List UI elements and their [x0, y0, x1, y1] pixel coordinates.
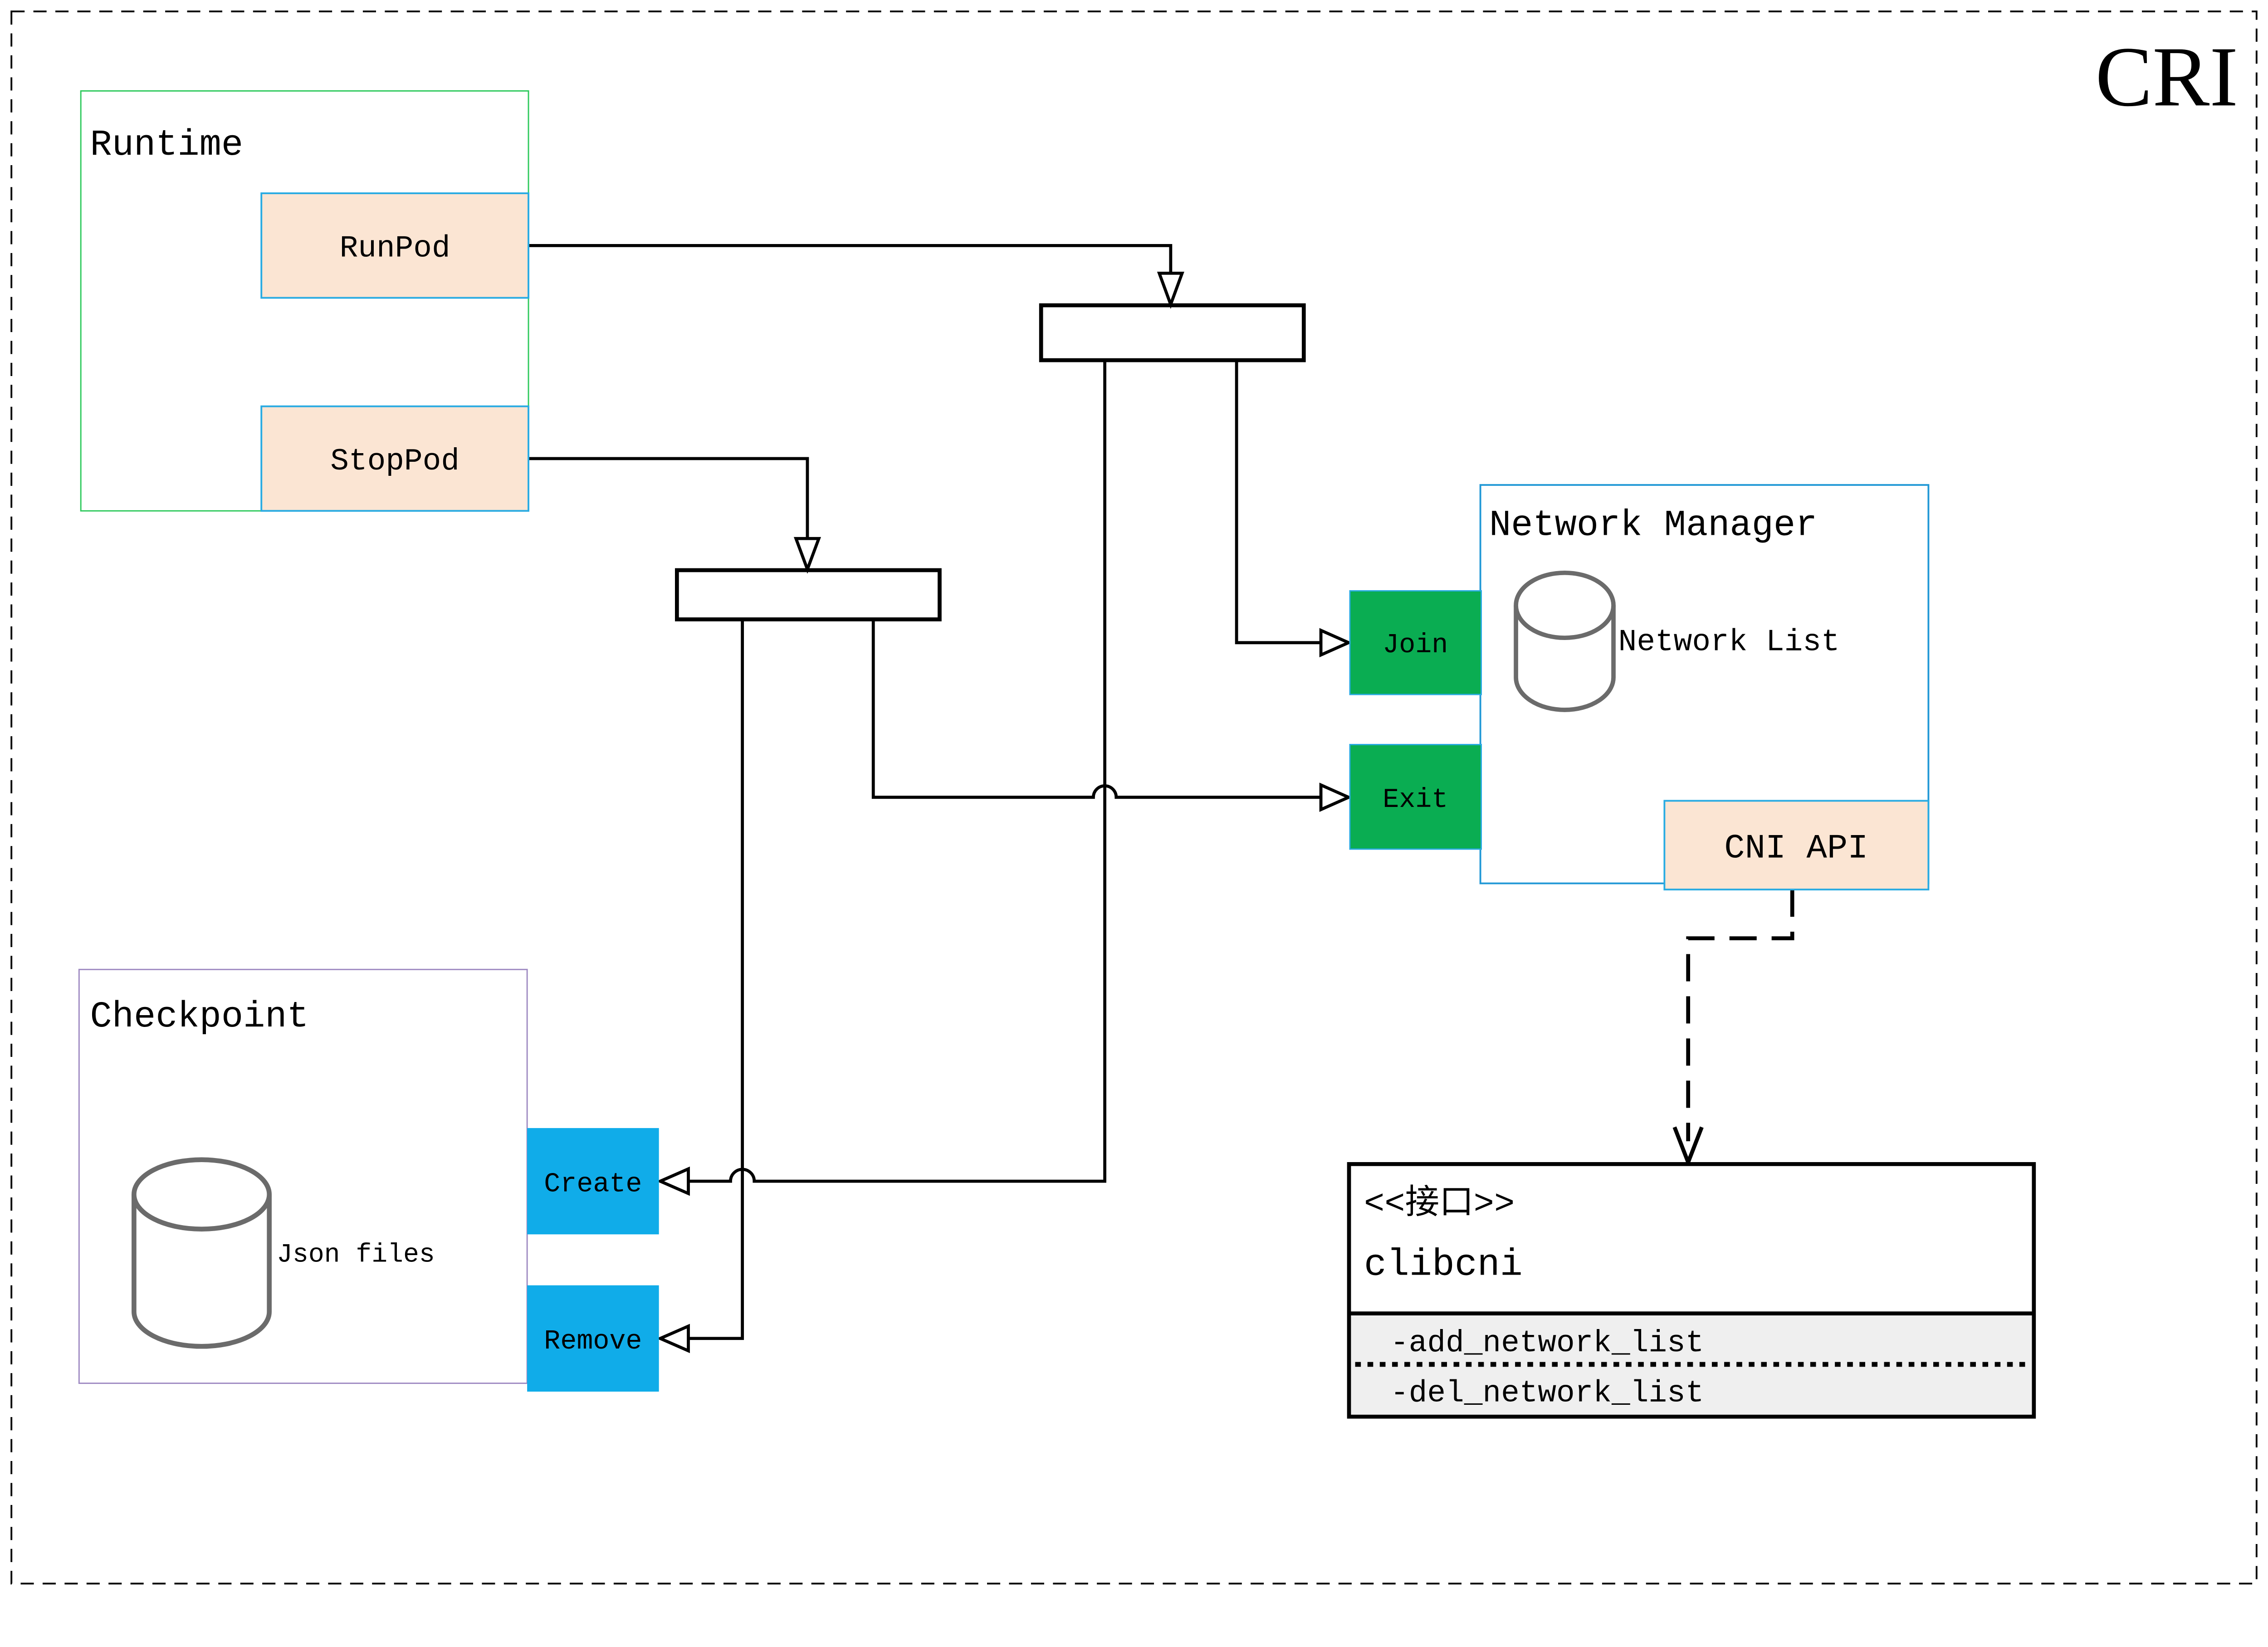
exit-rect — [1349, 744, 1482, 850]
arrowhead-down-junction2 — [793, 537, 821, 574]
junction2-to-exit-line — [871, 619, 1321, 799]
junction-box-stoppod — [675, 568, 942, 621]
junction1-to-create-line — [688, 360, 1106, 1183]
runtime-title: Runtime — [90, 125, 244, 166]
stoppod-label: StopPod — [330, 445, 459, 479]
clibcni-stereotype: <<接口>> — [1364, 1184, 1515, 1224]
clibcni-method-add: -add_network_list — [1390, 1326, 1704, 1361]
join-label: Join — [1383, 630, 1448, 661]
join-rect — [1349, 590, 1482, 695]
stoppod-node: StopPod — [260, 405, 529, 512]
database-cylinder-body — [132, 1194, 272, 1349]
network-manager-title: Network Manager — [1489, 505, 1817, 547]
network-list-label: Network List — [1618, 625, 1840, 660]
junction2-to-remove-line — [688, 619, 744, 1340]
clibcni-method-del: -del_network_list — [1390, 1376, 1704, 1411]
stoppod-rect — [260, 405, 529, 512]
remove-rect — [527, 1285, 659, 1392]
cni-api-label: CNI API — [1724, 829, 1868, 868]
diagram-canvas: CRI Runtime Checkpoint Json files Networ… — [10, 10, 2258, 1585]
runpod-rect — [260, 192, 529, 299]
runpod-label: RunPod — [340, 232, 450, 266]
database-cylinder-top — [1514, 570, 1616, 640]
exit-label: Exit — [1383, 785, 1448, 816]
cni-api-to-clibcni-dashed-line — [1686, 889, 1794, 1141]
cri-architecture-diagram: CRI Runtime Checkpoint Json files Networ… — [10, 10, 2258, 1585]
stoppod-to-junction2-line — [528, 457, 809, 539]
arrowhead-left-remove — [656, 1324, 690, 1354]
junction-box-runpod — [1039, 303, 1306, 362]
runpod-to-junction1-line — [528, 244, 1173, 274]
arrowhead-right-join — [1319, 628, 1353, 658]
network-list-database-icon — [1514, 570, 1616, 712]
arrowhead-right-exit — [1319, 782, 1353, 812]
checkpoint-title: Checkpoint — [90, 997, 309, 1038]
arrowhead-down-junction1 — [1157, 271, 1184, 309]
clibcni-interface-box: <<接口>> clibcni -add_network_list -del_ne… — [1347, 1162, 2036, 1419]
create-node: Create — [527, 1128, 659, 1235]
runpod-node: RunPod — [260, 192, 529, 299]
json-files-database-icon — [132, 1157, 272, 1349]
cri-title: CRI — [2095, 29, 2238, 124]
database-cylinder-top — [132, 1157, 272, 1232]
create-label: Create — [544, 1169, 642, 1200]
checkpoint-box: Checkpoint Json files — [78, 968, 528, 1384]
exit-node: Exit — [1349, 744, 1482, 850]
arrowhead-left-create — [656, 1166, 690, 1196]
junction1-to-join-line — [1235, 360, 1321, 645]
clibcni-name: clibcni — [1364, 1244, 1523, 1286]
outer-dashed-border — [10, 10, 2258, 1585]
cni-api-rect — [1663, 800, 1930, 891]
arrowhead-open-clibcni — [1672, 1126, 1704, 1163]
json-files-label: Json files — [277, 1240, 435, 1270]
create-rect — [527, 1128, 659, 1235]
cni-api-node: CNI API — [1663, 800, 1930, 891]
remove-label: Remove — [544, 1326, 642, 1357]
join-node: Join — [1349, 590, 1482, 695]
remove-node: Remove — [527, 1285, 659, 1392]
